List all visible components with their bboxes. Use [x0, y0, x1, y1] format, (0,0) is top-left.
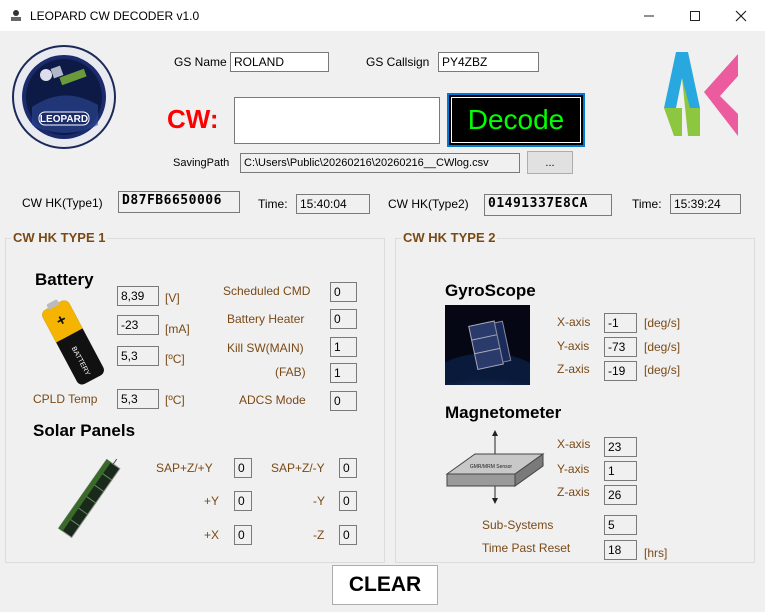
gyro-z-value: -19 [604, 361, 637, 381]
title-bar [0, 0, 765, 31]
battery-heater-value: 0 [330, 309, 357, 329]
battery-image: + BATTERY [42, 299, 104, 385]
kill-sw-main-label: Kill SW(MAIN) [227, 341, 304, 355]
mag-x-label: X-axis [557, 437, 591, 451]
sap-z-y-value: 0 [234, 458, 252, 478]
cpld-temp-label: CPLD Temp [33, 392, 98, 406]
gyroscope-satellite-image [445, 305, 530, 385]
sub-systems-value: 5 [604, 515, 637, 535]
minus-z-label: -Z [313, 528, 325, 542]
saving-path-field: C:\Users\Public\20260216\20260216__CWlog… [240, 153, 520, 173]
solar-panel-satellite-image [57, 458, 121, 539]
mag-z-label: Z-axis [557, 485, 590, 499]
battery-heater-label: Battery Heater [227, 312, 305, 326]
gs-callsign-input[interactable]: PY4ZBZ [438, 52, 539, 72]
gyro-y-value: -73 [604, 337, 637, 357]
battery-current-unit: [mA] [165, 322, 190, 336]
saving-path-label: SavingPath [173, 157, 230, 169]
close-icon [735, 10, 747, 21]
hk-type1-value: D87FB6650006 [118, 191, 240, 213]
magnetometer-heading: Magnetometer [445, 403, 562, 422]
time-past-reset-value: 18 [604, 540, 637, 560]
maximize-button[interactable] [672, 0, 718, 31]
clear-button[interactable]: CLEAR [332, 565, 438, 605]
mag-y-value: 1 [604, 461, 637, 481]
sap-z-y-label: SAP+Z/+Y [156, 461, 213, 475]
gs-name-label: GS Name [174, 55, 227, 69]
adcs-mode-label: ADCS Mode [239, 393, 306, 407]
battery-temp-unit: [ºC] [165, 352, 185, 366]
gyro-y-label: Y-axis [557, 339, 590, 353]
battery-voltage-unit: [V] [165, 291, 180, 305]
minus-z-value: 0 [339, 525, 357, 545]
cpld-temp-unit: [ºC] [165, 393, 185, 407]
cw-hk-type2-title: CW HK TYPE 2 [401, 230, 498, 245]
minimize-button[interactable] [626, 0, 672, 31]
hk-type1-label: CW HK(Type1) [22, 196, 103, 210]
gyro-z-unit: [deg/s] [644, 363, 681, 377]
magnetometer-sensor-image: GMR/MRM Sensor [445, 430, 545, 504]
cpld-temp-value: 5,3 [117, 389, 159, 409]
kill-sw-fab-label: (FAB) [275, 365, 306, 379]
cw-hk-type2-group [395, 238, 755, 563]
solar-panels-heading: Solar Panels [33, 421, 136, 440]
hk-type2-value: 01491337E8CA [484, 194, 612, 216]
hk-time2-label: Time: [632, 197, 662, 211]
kill-sw-main-value: 1 [330, 337, 357, 357]
battery-current-value: -23 [117, 315, 159, 335]
scheduled-cmd-label: Scheduled CMD [223, 284, 311, 298]
plus-y-label: +Y [204, 494, 220, 508]
cw-label: CW: [167, 104, 219, 134]
cw-hk-type1-title: CW HK TYPE 1 [11, 230, 108, 245]
time-past-reset-label: Time Past Reset [482, 541, 571, 555]
leopard-mission-logo: LEOPARD [12, 45, 116, 149]
plus-x-label: +X [204, 528, 220, 542]
gyro-x-label: X-axis [557, 315, 591, 329]
gs-name-input[interactable]: ROLAND [230, 52, 329, 72]
hk-time1-value: 15:40:04 [296, 194, 370, 214]
minus-y-value: 0 [339, 491, 357, 511]
gyro-z-label: Z-axis [557, 362, 590, 376]
mag-y-label: Y-axis [557, 462, 590, 476]
magnetometer-image-text: GMR/MRM Sensor [470, 464, 513, 470]
mag-x-value: 23 [604, 437, 637, 457]
minimize-icon [644, 15, 654, 16]
sap-z-minus-y-value: 0 [339, 458, 357, 478]
close-button[interactable] [718, 0, 764, 31]
adcs-mode-value: 0 [330, 391, 357, 411]
minus-y-label: -Y [313, 494, 325, 508]
battery-temp-value: 5,3 [117, 346, 159, 366]
time-past-reset-unit: [hrs] [644, 546, 668, 560]
gyro-x-unit: [deg/s] [644, 316, 681, 330]
sap-z-minus-y-label: SAP+Z/-Y [271, 461, 325, 475]
decode-button[interactable]: Decode [447, 93, 585, 147]
scheduled-cmd-value: 0 [330, 282, 357, 302]
plus-x-value: 0 [234, 525, 252, 545]
ak-logo [664, 52, 738, 136]
gyroscope-heading: GyroScope [445, 281, 536, 300]
hk-time1-label: Time: [258, 197, 288, 211]
maximize-icon [690, 10, 700, 21]
plus-y-value: 0 [234, 491, 252, 511]
app-icon [11, 10, 21, 21]
gyro-y-unit: [deg/s] [644, 340, 681, 354]
gs-callsign-label: GS Callsign [366, 55, 430, 69]
cw-hk-type1-group [5, 238, 385, 563]
battery-voltage-value: 8,39 [117, 286, 159, 306]
hk-type2-label: CW HK(Type2) [388, 197, 469, 211]
decode-button-label: Decode [449, 95, 583, 145]
window-title: LEOPARD CW DECODER v1.0 [30, 9, 200, 23]
browse-button[interactable]: ... [527, 151, 573, 174]
kill-sw-fab-value: 1 [330, 363, 357, 383]
battery-heading: Battery [35, 270, 94, 289]
sub-systems-label: Sub-Systems [482, 518, 554, 532]
mag-z-value: 26 [604, 485, 637, 505]
logo-text: LEOPARD [40, 114, 88, 125]
hk-time2-value: 15:39:24 [670, 194, 741, 214]
gyro-x-value: -1 [604, 313, 637, 333]
cw-input[interactable] [234, 97, 440, 144]
